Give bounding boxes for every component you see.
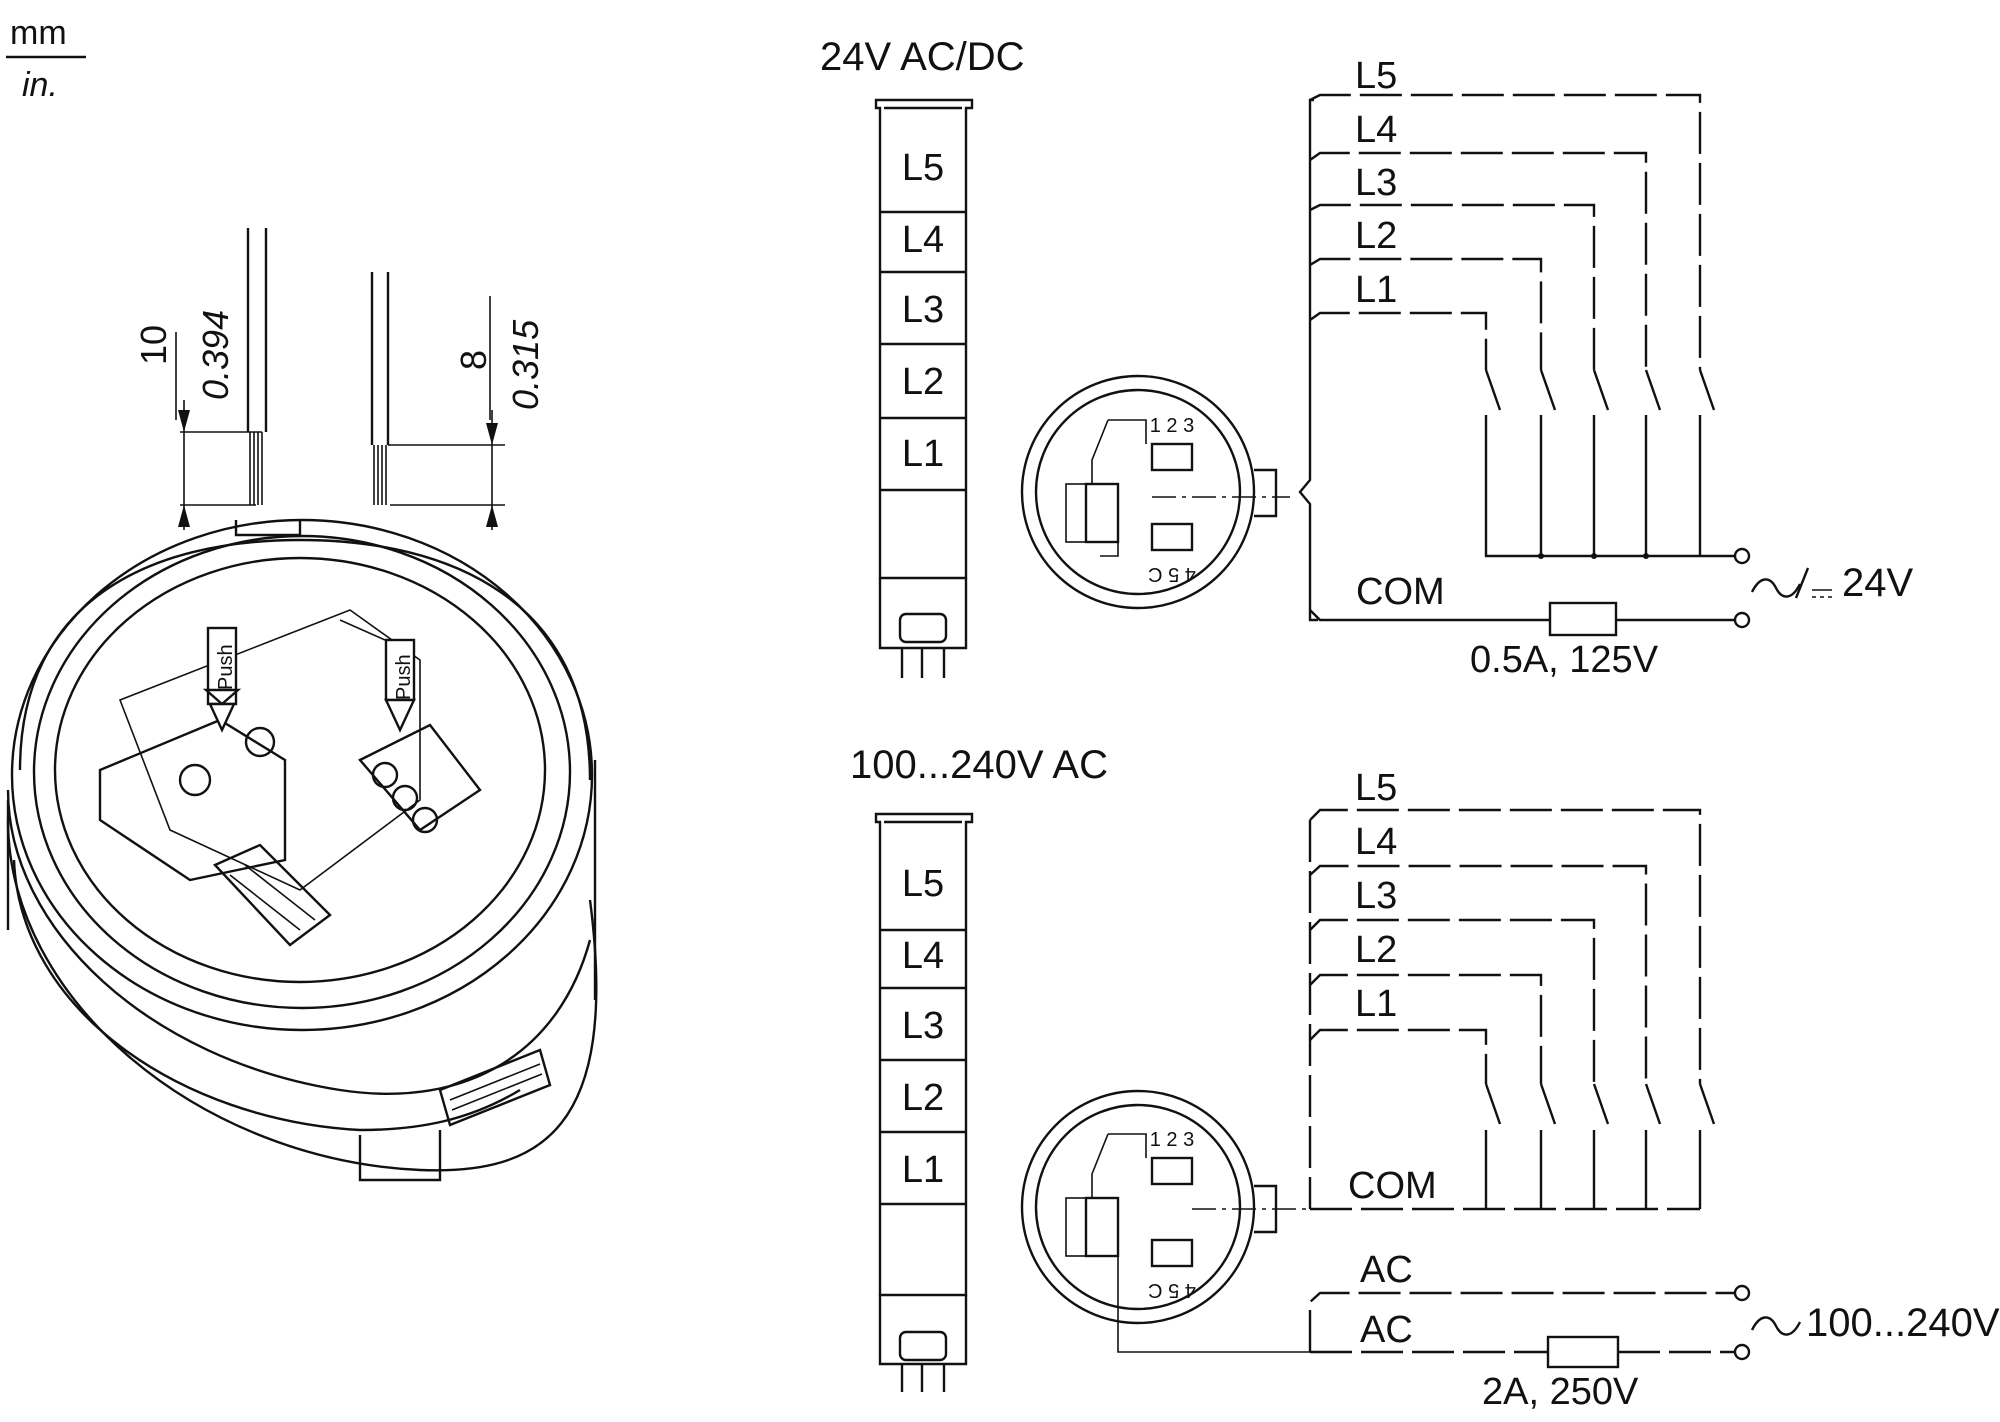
diagram-100-240v: 100...240V AC L5 L4 L3 L2 L1 (850, 743, 2000, 1413)
base-topview-2: 1 2 3 4 5 C (1020, 1089, 1310, 1353)
supply-label-2: 100...240V (1806, 1301, 2000, 1345)
terminal-block-left: Push (98, 626, 287, 882)
wire-1-insulation (246, 228, 268, 432)
dim-2-in: 0.315 (505, 319, 546, 410)
push-label-right: Push (393, 654, 415, 700)
line-2-L1: L1 (1355, 983, 1397, 1025)
diagram-2-title: 100...240V AC (850, 743, 1108, 787)
dim-2-mm: 8 (453, 350, 494, 370)
supply-label-1: 24V (1842, 561, 1913, 605)
line-1-L4: L4 (1355, 109, 1397, 151)
dim-1-in: 0.394 (195, 310, 236, 400)
tower-1-L5: L5 (902, 147, 944, 189)
diagram-1-title: 24V AC/DC (820, 35, 1025, 79)
tower-1-L4: L4 (902, 219, 944, 261)
unit-in: in. (22, 66, 58, 104)
line-1-L3: L3 (1355, 162, 1397, 204)
fuse-2 (1546, 1335, 1620, 1369)
wire-1-strands (249, 432, 263, 505)
tower-2-L1: L1 (902, 1149, 944, 1191)
wire-2-insulation (370, 272, 390, 445)
tower-2-L4: L4 (902, 935, 944, 977)
base-unit-drawing: Push Push (6, 518, 598, 1182)
terminal-block-bottom (212, 843, 332, 947)
wire-strip-dimensions: 10 0.394 8 0.315 (133, 228, 546, 530)
line-1-L1: L1 (1355, 269, 1397, 311)
tower-1-L1: L1 (902, 433, 944, 475)
dim-1-mm: 10 (133, 325, 174, 365)
tower-2-L3: L3 (902, 1005, 944, 1047)
tower-1-L3: L3 (902, 289, 944, 331)
tower-1: L5 L4 L3 L2 L1 (874, 98, 974, 678)
tower-2-L5: L5 (902, 863, 944, 905)
tower-2-L2: L2 (902, 1077, 944, 1119)
terminal-block-right: Push (339, 619, 482, 834)
base-topview-1: 1 2 3 4 5 C (1020, 374, 1290, 610)
line-2-L5: L5 (1355, 767, 1397, 809)
com-label-1: COM (1356, 571, 1445, 613)
terminal-2-top: 1 2 3 (1150, 1129, 1194, 1151)
push-label-left: Push (215, 644, 237, 690)
line-1-L2: L2 (1355, 215, 1397, 257)
fuse-1 (1548, 601, 1618, 637)
tower-2: L5 L4 L3 L2 L1 (874, 812, 974, 1392)
line-2-L4: L4 (1355, 821, 1397, 863)
fuse-label-2: 2A, 250V (1482, 1371, 1639, 1413)
terminal-1-bottom: 4 5 C (1148, 563, 1196, 585)
units-legend: mm in. (6, 14, 86, 104)
diagram-24v: 24V AC/DC L5 L4 L3 L2 L1 (820, 35, 1913, 681)
com-label-2: COM (1348, 1165, 1437, 1207)
fuse-label-1: 0.5A, 125V (1470, 639, 1659, 681)
terminal-1-top: 1 2 3 (1150, 415, 1194, 437)
unit-mm: mm (10, 14, 67, 52)
tower-1-L2: L2 (902, 361, 944, 403)
ac-label-1: AC (1360, 1249, 1413, 1291)
terminal-2-bottom: 4 5 C (1148, 1279, 1196, 1301)
ac-label-2: AC (1360, 1309, 1413, 1351)
line-2-L3: L3 (1355, 875, 1397, 917)
line-1-L5: L5 (1355, 55, 1397, 97)
line-2-L2: L2 (1355, 929, 1397, 971)
wire-2-strands (373, 445, 387, 505)
